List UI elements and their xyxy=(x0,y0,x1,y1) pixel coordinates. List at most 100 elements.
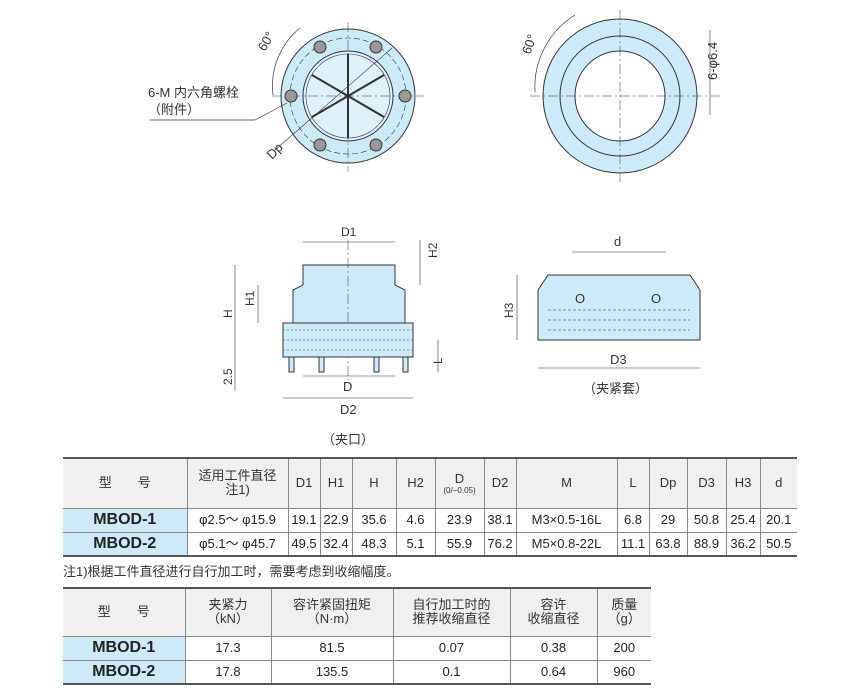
header-d1: D1 xyxy=(287,457,321,509)
model-cell: MBOD-1 xyxy=(63,507,188,533)
header-text: （kN） xyxy=(207,611,249,627)
d-label: D xyxy=(343,379,352,394)
table-header: 型 号 适用工件直径注1) D1 H1 H H2 D(0/−0.05) D2 M… xyxy=(63,457,797,509)
h2-label: H2 xyxy=(426,242,440,258)
table-cell: 32.4 xyxy=(319,531,353,557)
collar-side-view xyxy=(516,251,701,369)
table-cell: 50.8 xyxy=(686,507,727,533)
table-cell: 0.38 xyxy=(509,635,598,661)
table-cell: 19.1 xyxy=(287,507,321,533)
table-cell: 0.07 xyxy=(392,635,511,661)
header-cell: 容许收缩直径 xyxy=(509,587,598,637)
header-cell: 自行加工时的推荐收缩直径 xyxy=(392,587,511,637)
header-h: H xyxy=(351,457,397,509)
collar-hole-right: O xyxy=(651,291,661,306)
header-h1: H1 xyxy=(319,457,353,509)
jaw-side-view xyxy=(234,240,439,399)
table-cell: 200 xyxy=(596,635,651,661)
header-cell: 质量（g） xyxy=(596,587,651,637)
d3-label: D3 xyxy=(610,352,627,367)
performance-table: 型 号夹紧力（kN）容许紧固扭矩（N·m）自行加工时的推荐收缩直径容许收缩直径质… xyxy=(63,587,651,685)
table-cell: 35.6 xyxy=(351,507,397,533)
header-text: 推荐收缩直径 xyxy=(412,611,491,627)
holes-label: 6-φ6.4 xyxy=(705,42,720,80)
table-cell: 49.5 xyxy=(287,531,321,557)
header-h3: H3 xyxy=(725,457,761,509)
collar-hole-left: O xyxy=(575,291,585,306)
header-text: 收缩直径 xyxy=(527,611,580,627)
footnote: 注1)根据工件直径进行自行加工时，需要考虑到收缩幅度。 xyxy=(63,564,400,579)
table-cell: 17.8 xyxy=(184,659,272,685)
h-label: H xyxy=(221,309,235,318)
header-model: 型 号 xyxy=(63,457,188,509)
header-text: （N·m） xyxy=(306,611,358,627)
header-cell: 夹紧力（kN） xyxy=(184,587,272,637)
h3-label: H3 xyxy=(502,302,516,318)
table-cell: 29 xyxy=(648,507,688,533)
table-cell: 50.5 xyxy=(759,531,797,557)
table-cell: 25.4 xyxy=(725,507,761,533)
jaw-caption: （夹口） xyxy=(322,432,374,447)
header-text: 型 号 xyxy=(97,604,150,620)
header-d: D(0/−0.05) xyxy=(434,457,485,509)
table-cell: M5×0.8-22L xyxy=(515,531,618,557)
table-cell: 48.3 xyxy=(351,531,397,557)
header-cell: 容许紧固扭矩（N·m） xyxy=(270,587,394,637)
table-cell: 6.8 xyxy=(616,507,650,533)
header-m: M xyxy=(515,457,618,509)
table-header: 型 号夹紧力（kN）容许紧固扭矩（N·m）自行加工时的推荐收缩直径容许收缩直径质… xyxy=(63,587,651,637)
header-text: 容许紧固扭矩 xyxy=(292,597,371,613)
table-cell: φ2.5～ φ15.9 xyxy=(186,507,289,533)
dimension-table: 型 号 适用工件直径注1) D1 H1 H H2 D(0/−0.05) D2 M… xyxy=(63,457,797,557)
model-cell: MBOD-1 xyxy=(63,635,186,661)
table-cell: 63.8 xyxy=(648,531,688,557)
bolt-sub-label: （附件） xyxy=(148,102,200,117)
table-cell: 960 xyxy=(596,659,651,685)
angle-label: 60° xyxy=(255,29,278,54)
header-text: 容许 xyxy=(540,597,567,613)
table-cell: 55.9 xyxy=(434,531,485,557)
table-cell: 23.9 xyxy=(434,507,485,533)
header-dp: Dp xyxy=(648,457,688,509)
header-d3: D3 xyxy=(686,457,727,509)
collar-d-label: d xyxy=(614,234,621,249)
model-cell: MBOD-2 xyxy=(63,531,188,557)
front-view xyxy=(150,22,424,172)
h1-label: H1 xyxy=(243,290,257,306)
table-cell: 11.1 xyxy=(616,531,650,557)
header-d-small: d xyxy=(759,457,797,509)
table-cell: 4.6 xyxy=(395,507,436,533)
table-cell: 22.9 xyxy=(319,507,353,533)
bolt-label: 6-M 内六角螺栓 xyxy=(148,85,239,100)
table-cell: 0.64 xyxy=(509,659,598,685)
collar-top-view xyxy=(530,10,720,182)
table-cell: 5.1 xyxy=(395,531,436,557)
table-cell: 0.1 xyxy=(392,659,511,685)
gap-label: 2.5 xyxy=(221,368,235,385)
table-cell: 81.5 xyxy=(270,635,394,661)
table-cell: 38.1 xyxy=(483,507,517,533)
table-cell: 20.1 xyxy=(759,507,797,533)
header-text: 自行加工时的 xyxy=(412,597,491,613)
header-text: （g） xyxy=(607,611,641,627)
table-cell: 76.2 xyxy=(483,531,517,557)
model-cell: MBOD-2 xyxy=(63,659,186,685)
header-text: 质量 xyxy=(611,597,638,613)
l-label: L xyxy=(431,357,445,364)
table-cell: 135.5 xyxy=(270,659,394,685)
d1-label: D1 xyxy=(341,225,357,239)
d2-label: D2 xyxy=(340,402,357,417)
header-cell: 型 号 xyxy=(63,587,186,637)
table-cell: 36.2 xyxy=(725,531,761,557)
header-text: 夹紧力 xyxy=(208,597,248,613)
table-cell: 17.3 xyxy=(184,635,272,661)
header-h2: H2 xyxy=(395,457,436,509)
table-cell: φ5.1～ φ45.7 xyxy=(186,531,289,557)
header-workpiece-diameter: 适用工件直径注1) xyxy=(186,457,289,509)
table-cell: M3×0.5-16L xyxy=(515,507,618,533)
